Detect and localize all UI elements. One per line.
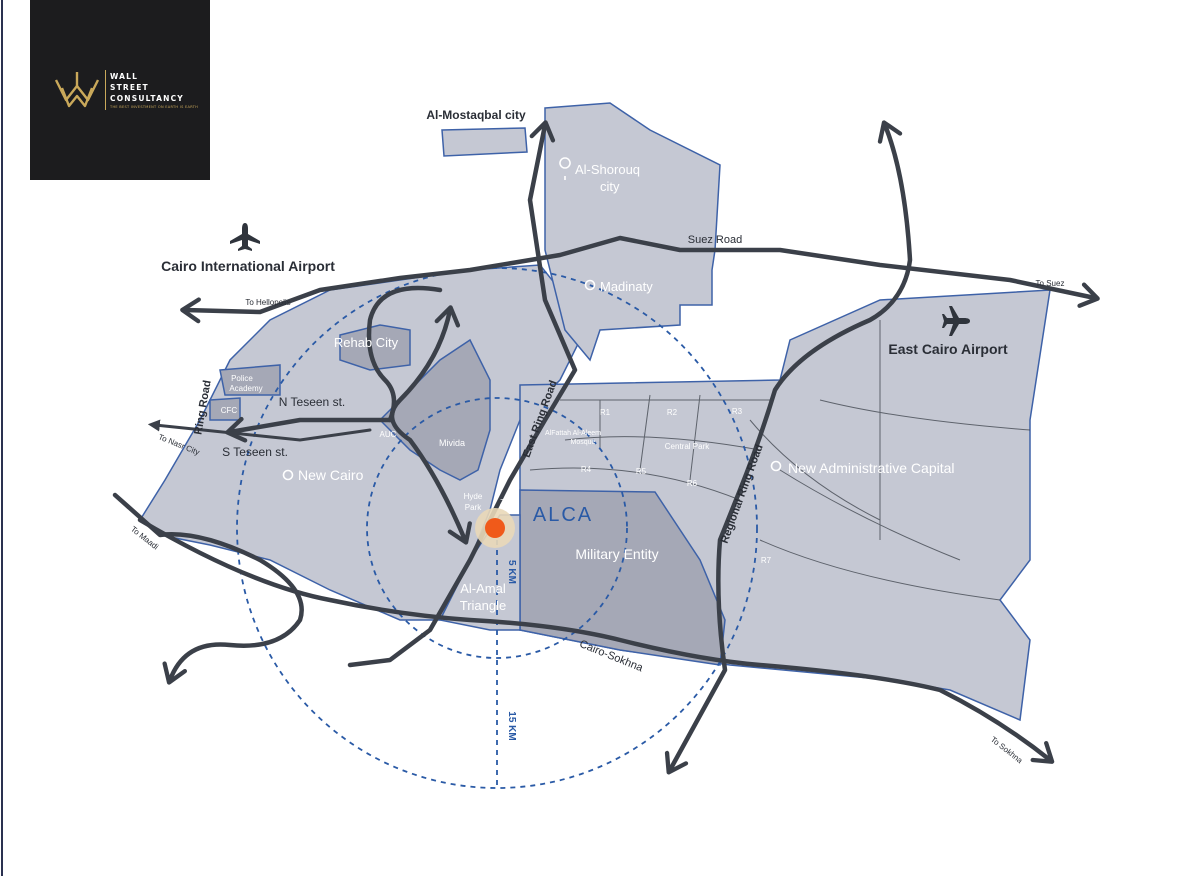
- label-r7: R7: [761, 556, 772, 565]
- location-pin-icon: [770, 460, 782, 472]
- police-land: [219, 364, 281, 396]
- label-rehab: Rehab City: [334, 335, 399, 350]
- location-pin-icon: [584, 279, 596, 291]
- label-shorouq-2: city: [600, 179, 620, 194]
- label-n-teseen: N Teseen st.: [279, 395, 345, 409]
- label-mivida: Mivida: [439, 438, 465, 448]
- label-r2: R2: [667, 408, 678, 417]
- brand-divider: [105, 70, 106, 110]
- label-mosque-2: Mosque: [571, 439, 596, 446]
- label-zed: ZED: [500, 498, 516, 507]
- plane-icon: [230, 223, 260, 251]
- brand-logo: WALL STREET CONSULTANCY THE BEST INVESTM…: [30, 0, 210, 180]
- label-auc: AUC: [380, 430, 397, 439]
- mivida-curve: [389, 305, 472, 545]
- label-r5: R5: [636, 467, 647, 476]
- label-military: Military Entity: [575, 546, 658, 562]
- minor-roads: [147, 419, 372, 442]
- label-mosque-1: AlFattah Al-Aleem: [545, 430, 601, 437]
- label-east-airport: East Cairo Airport: [888, 341, 1008, 357]
- regional-ring-road: [664, 120, 913, 775]
- label-to-hellopolis: To Hellopolis: [245, 298, 290, 307]
- label-hyde-2: Park: [465, 503, 482, 512]
- shorouq-land: [544, 102, 721, 362]
- mostaqbal-land: [441, 127, 528, 157]
- label-suez-road: Suez Road: [688, 234, 742, 246]
- label-r1: R1: [600, 408, 611, 417]
- label-shorouq-1: Al-Shorouq: [575, 162, 640, 177]
- label-cfc: CFC: [221, 406, 238, 415]
- label-hyde-1: Hyde: [464, 492, 483, 501]
- label-new-cairo: New Cairo: [298, 467, 364, 483]
- label-r6: R6: [687, 479, 698, 488]
- n-teseen-road: [225, 416, 393, 443]
- label-cairo-airport: Cairo International Airport: [161, 258, 335, 274]
- alca-location-marker: [475, 508, 515, 548]
- label-mostaqbal: Al-Mostaqbal city: [426, 108, 526, 122]
- label-alca: ALCA: [533, 504, 593, 526]
- label-madinaty: Madinaty: [600, 279, 653, 294]
- s-teseen-road: [147, 419, 372, 442]
- label-amal-1: Al-Amal: [460, 581, 506, 596]
- label-central-park: Central Park: [665, 442, 710, 451]
- label-r3: R3: [732, 407, 743, 416]
- label-15km: 15 KM: [506, 711, 517, 740]
- rehab-ring: [366, 285, 443, 423]
- road-network: [112, 120, 1100, 775]
- cairo-sokhna-road: [137, 517, 1055, 764]
- brand-line-2: STREET: [110, 83, 149, 92]
- label-police-2: Academy: [229, 384, 262, 393]
- label-to-suez: To Suez: [1036, 279, 1065, 288]
- brand-tagline: THE BEST INVESTMENT ON EARTH IS EARTH: [110, 105, 199, 109]
- plane-icon: [942, 306, 970, 336]
- label-police-1: Police: [231, 374, 253, 383]
- label-nac: New Administrative Capital: [788, 460, 955, 476]
- land-areas: [138, 102, 1051, 722]
- label-5km: 5 KM: [506, 560, 517, 584]
- label-amal-2: Triangle: [460, 598, 506, 613]
- label-s-teseen: S Teseen st.: [222, 445, 288, 459]
- rehab-land: [339, 324, 411, 371]
- location-pin-icon: [559, 157, 571, 180]
- brand-mark-icon: [54, 72, 100, 108]
- label-r4: R4: [581, 465, 592, 474]
- ring-road: [112, 492, 304, 685]
- brand-line-1: WALL: [110, 72, 139, 81]
- east-ring-road: [347, 120, 578, 668]
- location-pin-icon: [282, 469, 294, 481]
- brand-line-3: CONSULTANCY: [110, 94, 184, 103]
